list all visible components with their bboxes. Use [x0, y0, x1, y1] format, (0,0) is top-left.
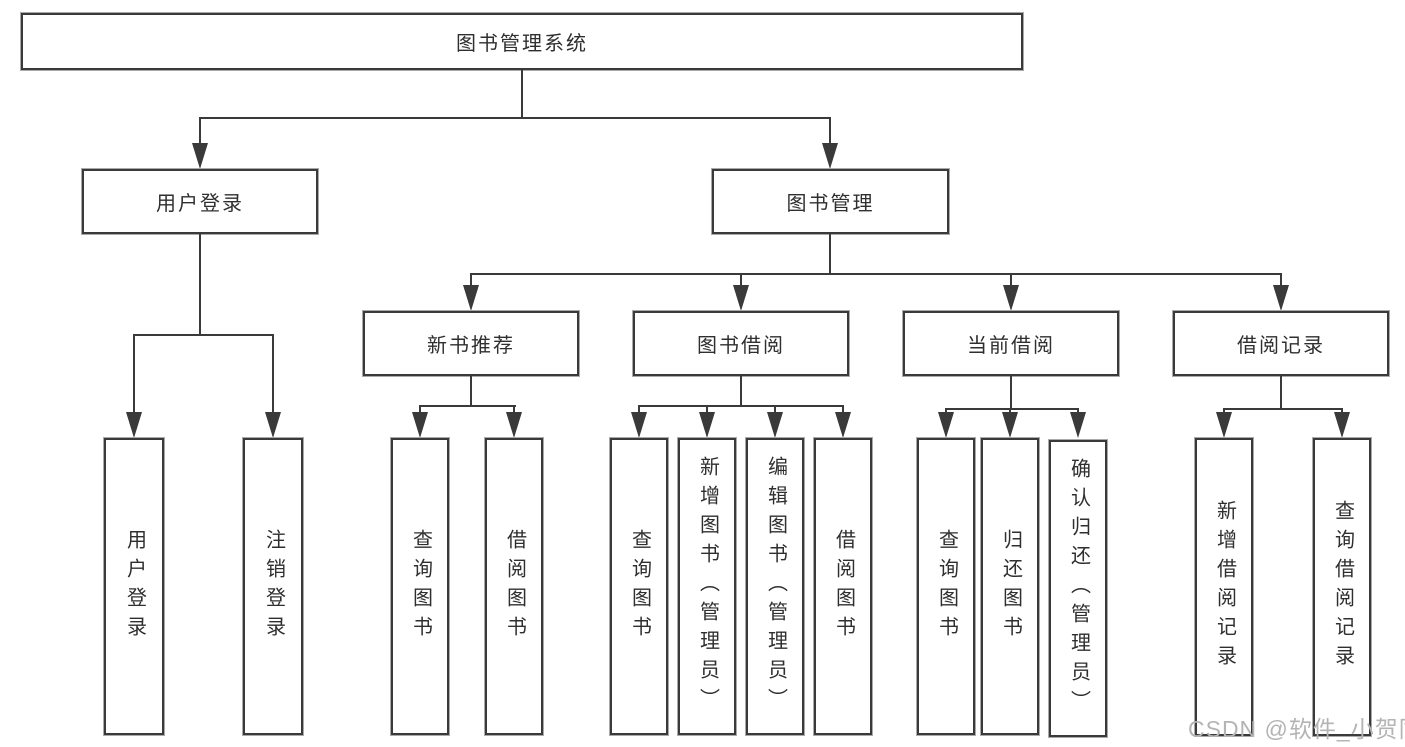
arrow-to-recommend-borrow-book [506, 406, 522, 438]
arrow-to-borrow-query-book [631, 406, 647, 438]
arrow-to-book-management [822, 118, 838, 169]
leaf-recommend-query-book-label: 查询图书 [409, 528, 432, 645]
arrow-to-current-query-book [938, 409, 954, 438]
leaf-borrow-edit-book-label: 编辑图书（管理员） [764, 456, 787, 717]
leaf-current-confirm-return: 确认归还（管理员） [1049, 440, 1107, 737]
arrow-to-current-return-book [1002, 409, 1018, 438]
node-book-borrow: 图书借阅 [633, 311, 849, 376]
arrow-to-borrow-edit-book [767, 406, 783, 438]
leaf-current-query-book-label: 查询图书 [935, 528, 958, 645]
leaf-borrow-borrow-book: 借阅图书 [814, 438, 872, 735]
connector-current-drop [1010, 376, 1012, 409]
node-current-borrow-label: 当前借阅 [967, 335, 1055, 357]
arrow-to-user-login [192, 118, 208, 169]
leaf-current-return-book: 归还图书 [981, 438, 1039, 735]
connector-user-login-bar [133, 334, 274, 336]
arrow-to-recommend-query-book [412, 406, 428, 438]
leaf-record-query-record: 查询借阅记录 [1313, 438, 1371, 736]
node-root: 图书管理系统 [21, 13, 1023, 70]
leaf-recommend-query-book: 查询图书 [391, 438, 449, 735]
connector-book-management-drop [829, 233, 831, 274]
connector-book-management-bar [470, 273, 1282, 275]
node-book-borrow-label: 图书借阅 [697, 335, 785, 357]
leaf-record-add-record: 新增借阅记录 [1195, 438, 1253, 736]
arrow-to-login-logout [265, 335, 281, 438]
arrow-to-record-query-record [1334, 409, 1350, 438]
node-book-management-label: 图书管理 [786, 193, 875, 215]
connector-root-drop [521, 69, 523, 118]
node-new-book-recommend: 新书推荐 [363, 311, 579, 376]
connector-borrow-bar [638, 405, 844, 407]
csdn-watermark: CSDN @软件_小贺同学 [1188, 716, 1405, 742]
arrow-to-borrow-record [1273, 274, 1289, 311]
arrow-to-record-add-record [1216, 409, 1232, 438]
connector-record-bar [1223, 408, 1343, 410]
node-root-label: 图书管理系统 [456, 33, 588, 55]
leaf-borrow-query-book: 查询图书 [610, 438, 668, 735]
connector-recommend-drop [470, 376, 472, 406]
connector-root-bar [199, 117, 831, 119]
node-book-management: 图书管理 [712, 169, 949, 234]
arrow-to-borrow-add-book [699, 406, 715, 438]
node-user-login-label: 用户登录 [156, 193, 244, 215]
node-borrow-record-label: 借阅记录 [1237, 335, 1325, 357]
leaf-current-return-book-label: 归还图书 [999, 528, 1022, 645]
leaf-record-query-record-label: 查询借阅记录 [1331, 500, 1354, 674]
leaf-borrow-add-book: 新增图书（管理员） [678, 438, 736, 735]
arrow-to-current-confirm-return [1070, 409, 1086, 438]
leaf-record-add-record-label: 新增借阅记录 [1213, 500, 1236, 674]
node-borrow-record: 借阅记录 [1173, 311, 1389, 376]
arrow-to-borrow-borrow-book [835, 406, 851, 438]
leaf-login-user-login-label: 用户登录 [123, 528, 146, 645]
node-user-login: 用户登录 [82, 169, 318, 234]
arrow-to-login-user-login [126, 335, 142, 438]
connector-current-bar [945, 408, 1079, 410]
connector-user-login-drop [199, 233, 201, 335]
connector-borrow-drop [740, 376, 742, 406]
leaf-recommend-borrow-book: 借阅图书 [485, 438, 543, 735]
arrow-to-new-book-recommend [463, 274, 479, 311]
leaf-login-user-login: 用户登录 [104, 438, 164, 735]
leaf-login-logout-label: 注销登录 [262, 528, 285, 645]
leaf-borrow-query-book-label: 查询图书 [628, 528, 651, 645]
leaf-borrow-add-book-label: 新增图书（管理员） [696, 456, 719, 717]
node-new-book-recommend-label: 新书推荐 [427, 335, 515, 357]
leaf-login-logout: 注销登录 [243, 438, 303, 735]
arrow-to-current-borrow [1003, 274, 1019, 311]
connector-recommend-bar [419, 405, 516, 407]
leaf-recommend-borrow-book-label: 借阅图书 [503, 528, 526, 645]
leaf-current-confirm-return-label: 确认归还（管理员） [1067, 458, 1090, 719]
arrow-to-book-borrow [733, 274, 749, 311]
leaf-borrow-edit-book: 编辑图书（管理员） [746, 438, 804, 735]
leaf-current-query-book: 查询图书 [917, 438, 975, 735]
node-current-borrow: 当前借阅 [903, 311, 1119, 376]
connector-record-drop [1280, 376, 1282, 409]
leaf-borrow-borrow-book-label: 借阅图书 [832, 528, 855, 645]
